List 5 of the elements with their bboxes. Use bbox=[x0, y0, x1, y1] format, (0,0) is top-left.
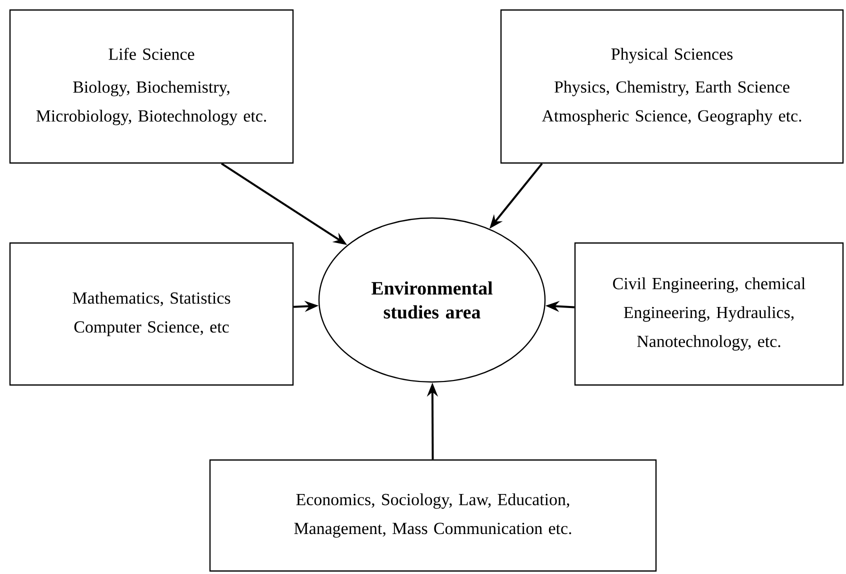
discipline-box: Physical Sciences Physics, Chemistry, Earth Science Atmospheric Science, Geography etc. bbox=[500, 9, 844, 164]
discipline-box: Civil Engineering, chemical Engineering, Hydraulics, Nanotechnology, etc. bbox=[574, 242, 844, 386]
discipline-box: Mathematics, Statistics Computer Science, etc bbox=[9, 242, 294, 386]
discipline-box: Life Science Biology, Biochemistry, Microbiology, Biotechnology etc. bbox=[9, 9, 294, 164]
discipline-box: Economics, Sociology, Law, Education, Management, Mass Communication etc. bbox=[209, 459, 657, 572]
